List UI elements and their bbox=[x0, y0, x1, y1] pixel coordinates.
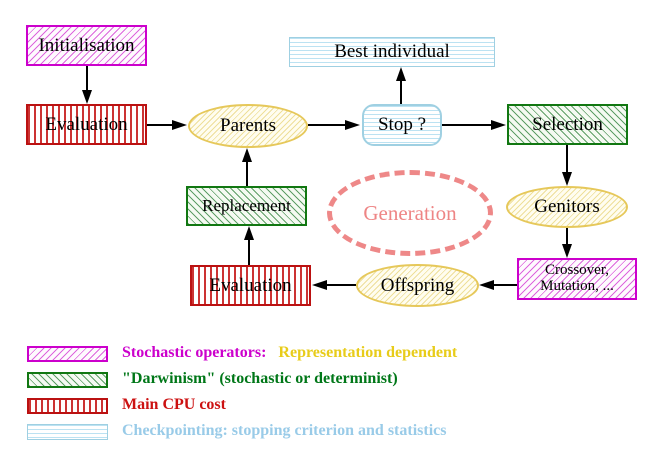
node-replacement: Replacement bbox=[186, 186, 307, 226]
arrow-stop-to-best-individual-head bbox=[396, 67, 406, 81]
arrow-stop-to-selection-line bbox=[442, 124, 492, 126]
node-evaluation-bottom: Evaluation bbox=[190, 265, 311, 306]
arrow-replacement-to-parents-line bbox=[246, 161, 248, 186]
arrow-evaluation-to-parents-head bbox=[172, 120, 187, 130]
node-evaluation-top: Evaluation bbox=[26, 104, 147, 145]
crossover-label-line1: Crossover, bbox=[545, 262, 609, 279]
arrow-evaluation-to-replacement-line bbox=[248, 239, 250, 265]
node-parents: Parents bbox=[188, 104, 308, 148]
legend-label-checkpointing: Checkpointing: stopping criterion and st… bbox=[122, 422, 447, 439]
legend-swatch-checkpointing bbox=[27, 424, 108, 440]
arrow-evaluation-to-replacement-head bbox=[244, 226, 254, 240]
arrow-parents-to-stop-head bbox=[345, 120, 360, 130]
arrow-selection-to-genitors-head bbox=[562, 172, 572, 186]
arrow-parents-to-stop-line bbox=[308, 124, 346, 126]
node-stop: Stop ? bbox=[362, 104, 442, 146]
arrow-selection-to-genitors-line bbox=[566, 145, 568, 173]
node-genitors: Genitors bbox=[506, 186, 628, 228]
legend-swatch-darwinism bbox=[27, 372, 108, 388]
node-selection: Selection bbox=[507, 104, 628, 145]
arrow-offspring-to-evaluation-head bbox=[312, 280, 327, 290]
arrow-stop-to-selection-head bbox=[491, 120, 506, 130]
arrow-evaluation-to-parents-line bbox=[147, 124, 175, 126]
arrow-crossover-to-offspring-line bbox=[494, 284, 517, 286]
node-initialisation: Initialisation bbox=[26, 25, 147, 66]
node-best-individual: Best individual bbox=[289, 37, 495, 67]
legend-label-darwinism: "Darwinism" (stochastic or determinist) bbox=[122, 370, 398, 387]
arrow-crossover-to-offspring-head bbox=[479, 280, 494, 290]
arrow-replacement-to-parents-head bbox=[242, 148, 252, 162]
arrow-genitors-to-crossover-head bbox=[562, 244, 572, 258]
legend-swatch-stochastic-operators bbox=[27, 346, 108, 362]
crossover-label-line2: Mutation, ... bbox=[540, 278, 614, 294]
arrow-genitors-to-crossover-line bbox=[566, 228, 568, 245]
legend-text-representation: Representation dependent bbox=[278, 344, 458, 361]
arrow-initialisation-to-evaluation-head bbox=[82, 90, 92, 104]
legend-swatch-cpu-cost bbox=[27, 398, 108, 414]
legend-label-stochastic-operators: Stochastic operators: Representation depe… bbox=[122, 344, 457, 362]
arrow-initialisation-to-evaluation-line bbox=[86, 66, 88, 92]
legend-text-stochastic: Stochastic operators: bbox=[122, 344, 267, 361]
legend-label-cpu-cost: Main CPU cost bbox=[122, 396, 226, 413]
node-offspring: Offspring bbox=[356, 264, 479, 307]
arrow-stop-to-best-individual-line bbox=[400, 80, 402, 104]
node-crossover-mutation: Crossover, Mutation, ... bbox=[517, 258, 637, 300]
arrow-offspring-to-evaluation-line bbox=[327, 284, 356, 286]
node-generation: Generation bbox=[327, 170, 493, 256]
